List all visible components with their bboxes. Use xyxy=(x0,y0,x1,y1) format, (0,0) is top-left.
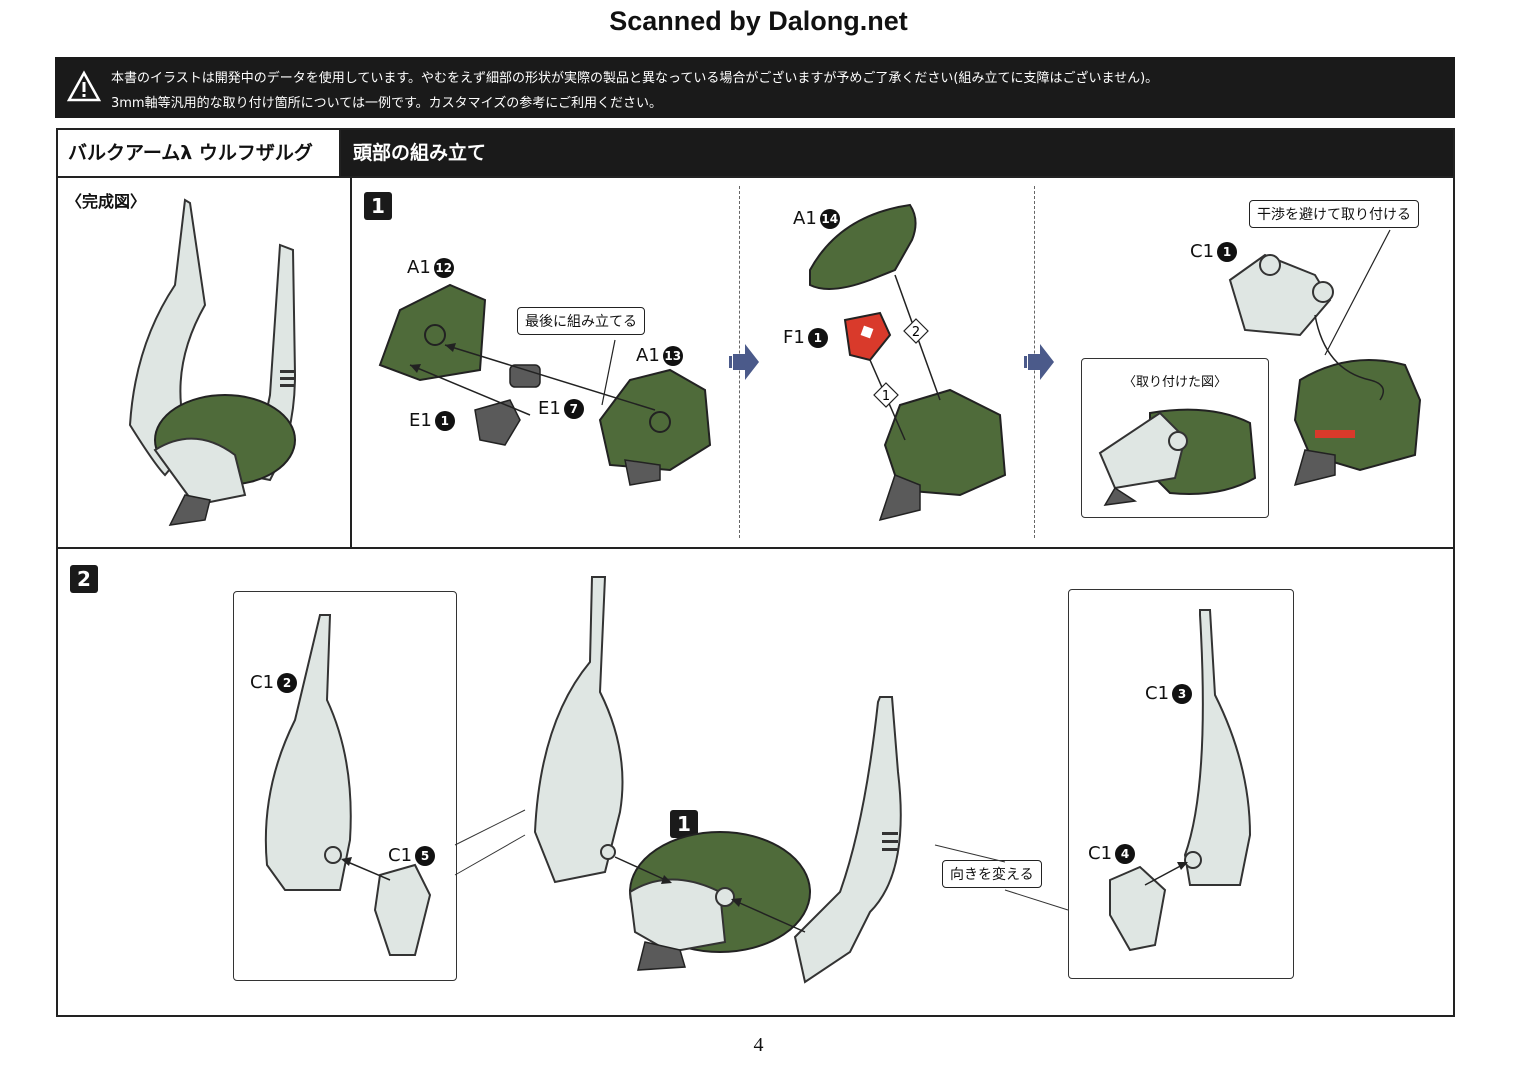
horn-attachment-illustration xyxy=(533,576,902,984)
part-code: C1 xyxy=(388,845,413,866)
part-code: F1 xyxy=(783,327,805,348)
notice-line-1: 本書のイラストは開発中のデータを使用しています。やむをえず細部の形状が実際の製品… xyxy=(111,71,1159,86)
callout-change-direction: 向きを変える xyxy=(942,860,1042,888)
step1-panel-b-illustration xyxy=(809,203,1007,522)
order-1: 1 xyxy=(882,389,890,404)
part-number: 3 xyxy=(1172,684,1193,704)
part-code: C1 xyxy=(1145,683,1170,704)
right-horn-parts-illustration xyxy=(1109,609,1252,952)
part-code: A1 xyxy=(636,345,660,366)
part-code: A1 xyxy=(407,257,431,278)
left-horn-parts-illustration xyxy=(264,614,432,956)
part-number: 12 xyxy=(433,258,454,278)
part-number: 5 xyxy=(415,846,436,866)
main-frame xyxy=(56,128,1455,1017)
notice-bar: 本書のイラストは開発中のデータを使用しています。やむをえず細部の形状が実際の製品… xyxy=(55,57,1455,118)
next-arrow-icon xyxy=(1024,344,1054,380)
completed-head-illustration xyxy=(128,198,297,526)
notice-line-2: 3mm軸等汎用的な取り付け箇所については一例です。カスタマイズの参考にご利用くだ… xyxy=(111,96,662,111)
part-number: 1 xyxy=(1217,242,1238,262)
part-number: 1 xyxy=(807,328,828,348)
part-number: 13 xyxy=(662,346,683,366)
part-code: A1 xyxy=(793,208,817,229)
callout-avoid-interference: 干渉を避けて取り付ける xyxy=(1249,200,1419,228)
order-marker-2: 2 xyxy=(903,318,929,344)
attached-view-illustration xyxy=(1098,408,1257,506)
inset-label: 〈取り付けた図〉 xyxy=(1122,375,1227,390)
step-2-badge: 2 xyxy=(70,565,98,593)
part-code: E1 xyxy=(538,398,561,419)
scan-credit: Scanned by Dalong.net xyxy=(609,6,908,36)
model-name: バルクアームλ ウルフザルグ xyxy=(58,130,341,176)
part-number: 2 xyxy=(277,673,298,693)
step-1-reference-badge: 1 xyxy=(670,810,698,838)
order-marker-1: 1 xyxy=(873,382,899,408)
step-1-badge: 1 xyxy=(364,192,392,220)
step1-panel-c-illustration xyxy=(1228,229,1422,487)
step1-panel-a-illustration xyxy=(378,283,712,486)
completion-divider xyxy=(350,176,352,548)
header-divider xyxy=(58,176,1453,178)
attached-view-inset: 〈取り付けた図〉 xyxy=(1081,358,1269,518)
right-horn-inset xyxy=(1068,589,1294,979)
section-title: 頭部の組み立て xyxy=(341,130,1453,176)
part-number: 14 xyxy=(819,209,840,229)
warning-icon xyxy=(66,70,102,102)
order-2: 2 xyxy=(912,325,920,340)
part-code: C1 xyxy=(1088,843,1113,864)
part-code: E1 xyxy=(409,410,432,431)
part-number: 7 xyxy=(563,399,584,419)
part-number: 4 xyxy=(1115,844,1136,864)
page-number: 4 xyxy=(753,1034,764,1056)
part-number: 1 xyxy=(434,411,455,431)
callout-assemble-last: 最後に組み立てる xyxy=(517,307,645,335)
next-arrow-icon xyxy=(729,344,759,380)
part-code: C1 xyxy=(250,672,275,693)
part-code: C1 xyxy=(1190,241,1215,262)
step-divider xyxy=(58,547,1453,549)
completion-label: 〈完成図〉 xyxy=(66,192,147,211)
